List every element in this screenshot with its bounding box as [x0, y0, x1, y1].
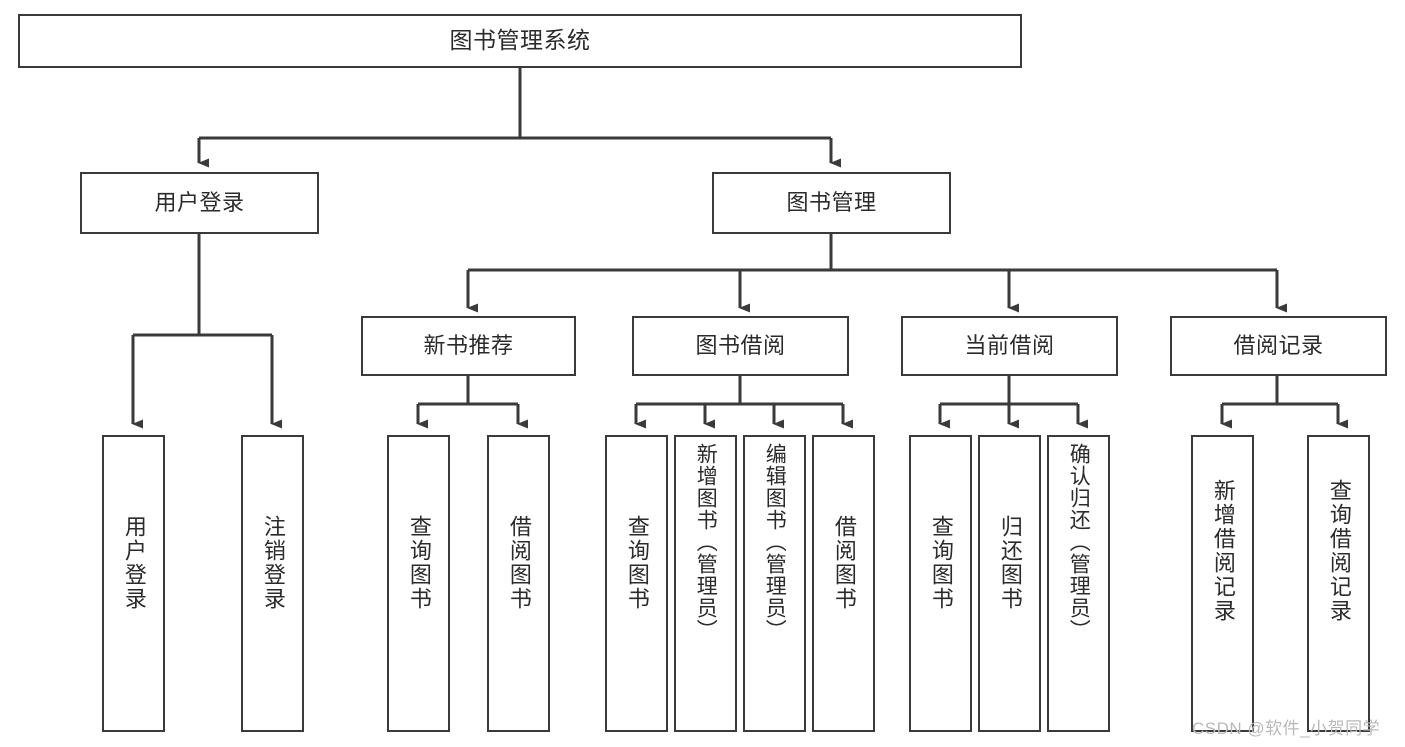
node-borrow-record-label: 借阅记录 [1233, 332, 1324, 358]
node-user-login[interactable]: 用户登录 [80, 172, 319, 234]
leaf-user-login[interactable]: 用户登录 [102, 435, 165, 732]
leaf-return-book-label: 归还图书 [997, 515, 1023, 611]
leaf-borrow-book-1-label: 借阅图书 [506, 515, 532, 611]
leaf-add-book[interactable]: 新增图书（管理员） [674, 435, 737, 732]
leaf-add-record[interactable]: 新增借阅记录 [1191, 435, 1254, 732]
csdn-watermark: CSDN @软件_小贺同学 [1192, 719, 1381, 738]
leaf-query-book-2-label: 查询图书 [624, 515, 650, 611]
node-book-borrow-label: 图书借阅 [695, 332, 786, 358]
leaf-query-book-3-label: 查询图书 [928, 515, 954, 611]
leaf-add-book-label: 新增图书（管理员） [694, 443, 718, 641]
node-borrow-record[interactable]: 借阅记录 [1170, 316, 1387, 376]
node-root[interactable]: 图书管理系统 [18, 14, 1022, 68]
node-book-borrow[interactable]: 图书借阅 [632, 316, 849, 376]
node-current-borrow-label: 当前借阅 [964, 332, 1055, 358]
leaf-query-book-2[interactable]: 查询图书 [605, 435, 668, 732]
leaf-query-record[interactable]: 查询借阅记录 [1307, 435, 1370, 732]
leaf-borrow-book-1[interactable]: 借阅图书 [487, 435, 550, 732]
leaf-borrow-book-2[interactable]: 借阅图书 [812, 435, 875, 732]
node-root-label: 图书管理系统 [449, 27, 591, 54]
leaf-user-login-label: 用户登录 [121, 515, 147, 611]
leaf-query-book-3[interactable]: 查询图书 [909, 435, 972, 732]
node-book-manage-label: 图书管理 [786, 189, 877, 215]
leaf-return-book[interactable]: 归还图书 [978, 435, 1041, 732]
leaf-query-record-label: 查询借阅记录 [1326, 479, 1352, 623]
leaf-edit-book-label: 编辑图书（管理员） [763, 443, 787, 641]
leaf-query-book-1[interactable]: 查询图书 [387, 435, 450, 732]
node-book-manage[interactable]: 图书管理 [712, 172, 951, 234]
leaf-user-logout-label: 注销登录 [260, 515, 286, 611]
leaf-confirm-return[interactable]: 确认归还（管理员） [1047, 435, 1110, 732]
node-user-login-label: 用户登录 [154, 189, 245, 215]
leaf-query-book-1-label: 查询图书 [406, 515, 432, 611]
leaf-edit-book[interactable]: 编辑图书（管理员） [743, 435, 806, 732]
node-new-book-recommend[interactable]: 新书推荐 [361, 316, 576, 376]
leaf-borrow-book-2-label: 借阅图书 [831, 515, 857, 611]
leaf-user-logout[interactable]: 注销登录 [241, 435, 304, 732]
leaf-confirm-return-label: 确认归还（管理员） [1067, 443, 1091, 641]
node-current-borrow[interactable]: 当前借阅 [901, 316, 1118, 376]
node-new-book-recommend-label: 新书推荐 [423, 332, 514, 358]
leaf-add-record-label: 新增借阅记录 [1210, 479, 1236, 623]
